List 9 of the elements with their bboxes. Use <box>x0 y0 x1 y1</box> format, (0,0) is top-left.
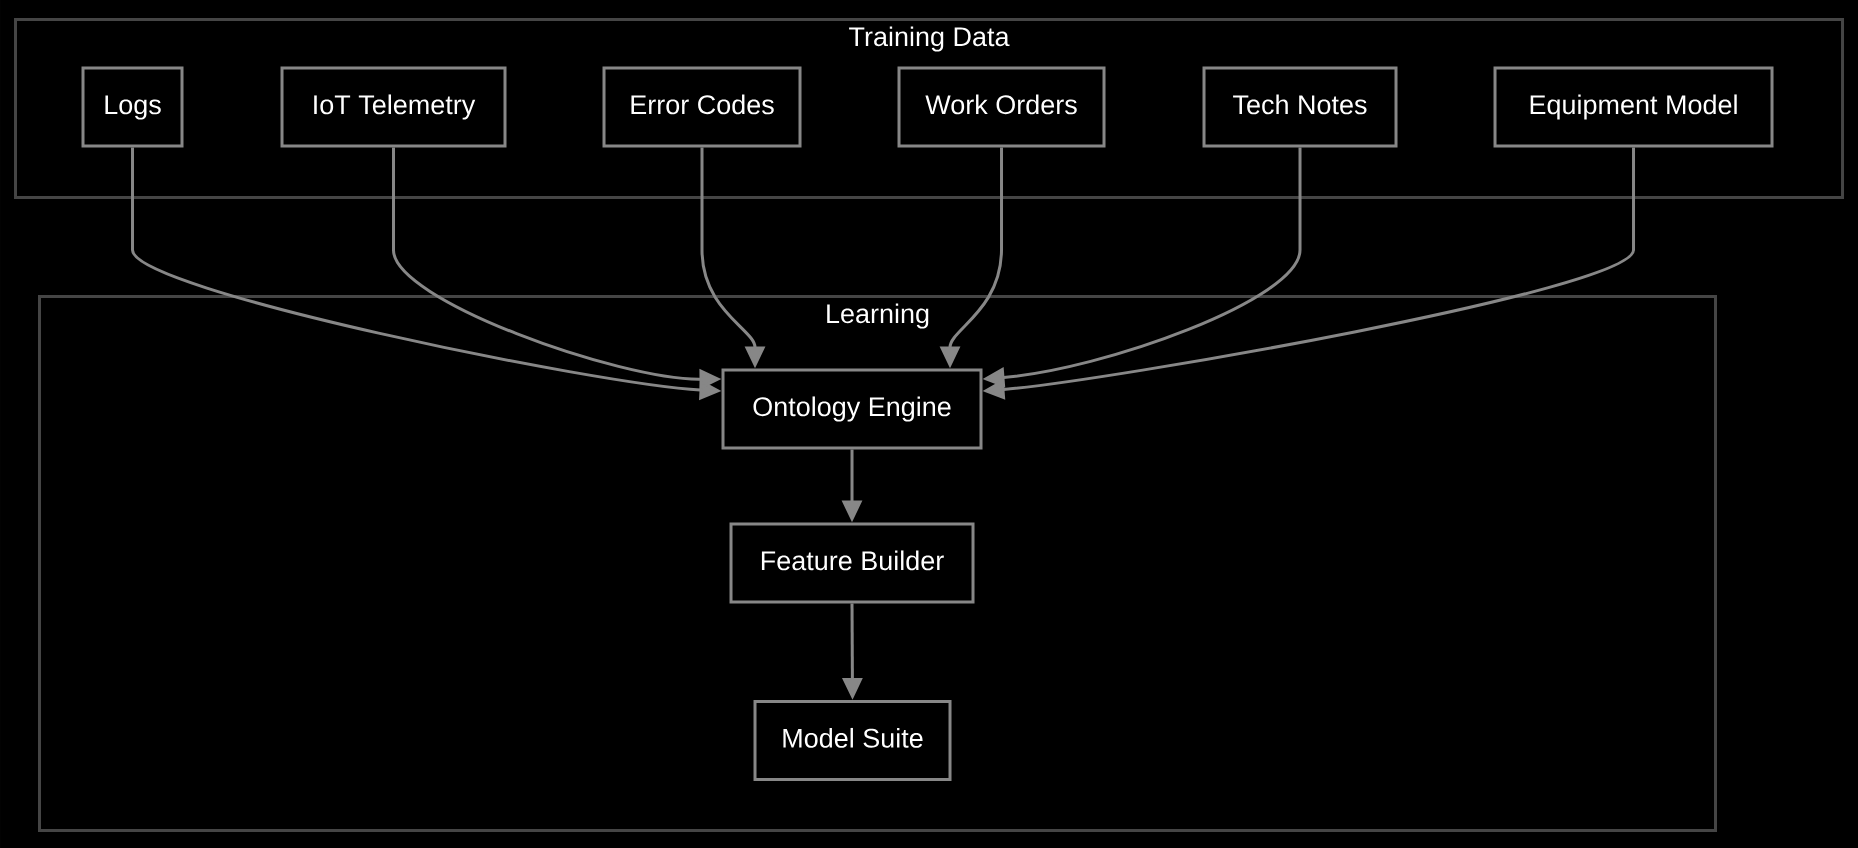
process-box: Equipment Model <box>1493 66 1774 148</box>
process-box: Error Codes <box>602 66 802 148</box>
process-box: Ontology Engine <box>721 368 983 450</box>
process-box: Model Suite <box>753 700 952 781</box>
process-box: Logs <box>81 66 184 148</box>
process-box: Feature Builder <box>729 522 975 604</box>
process-box: Work Orders <box>897 66 1106 148</box>
process-box: IoT Telemetry <box>280 66 507 148</box>
process-box: Tech Notes <box>1202 66 1398 148</box>
